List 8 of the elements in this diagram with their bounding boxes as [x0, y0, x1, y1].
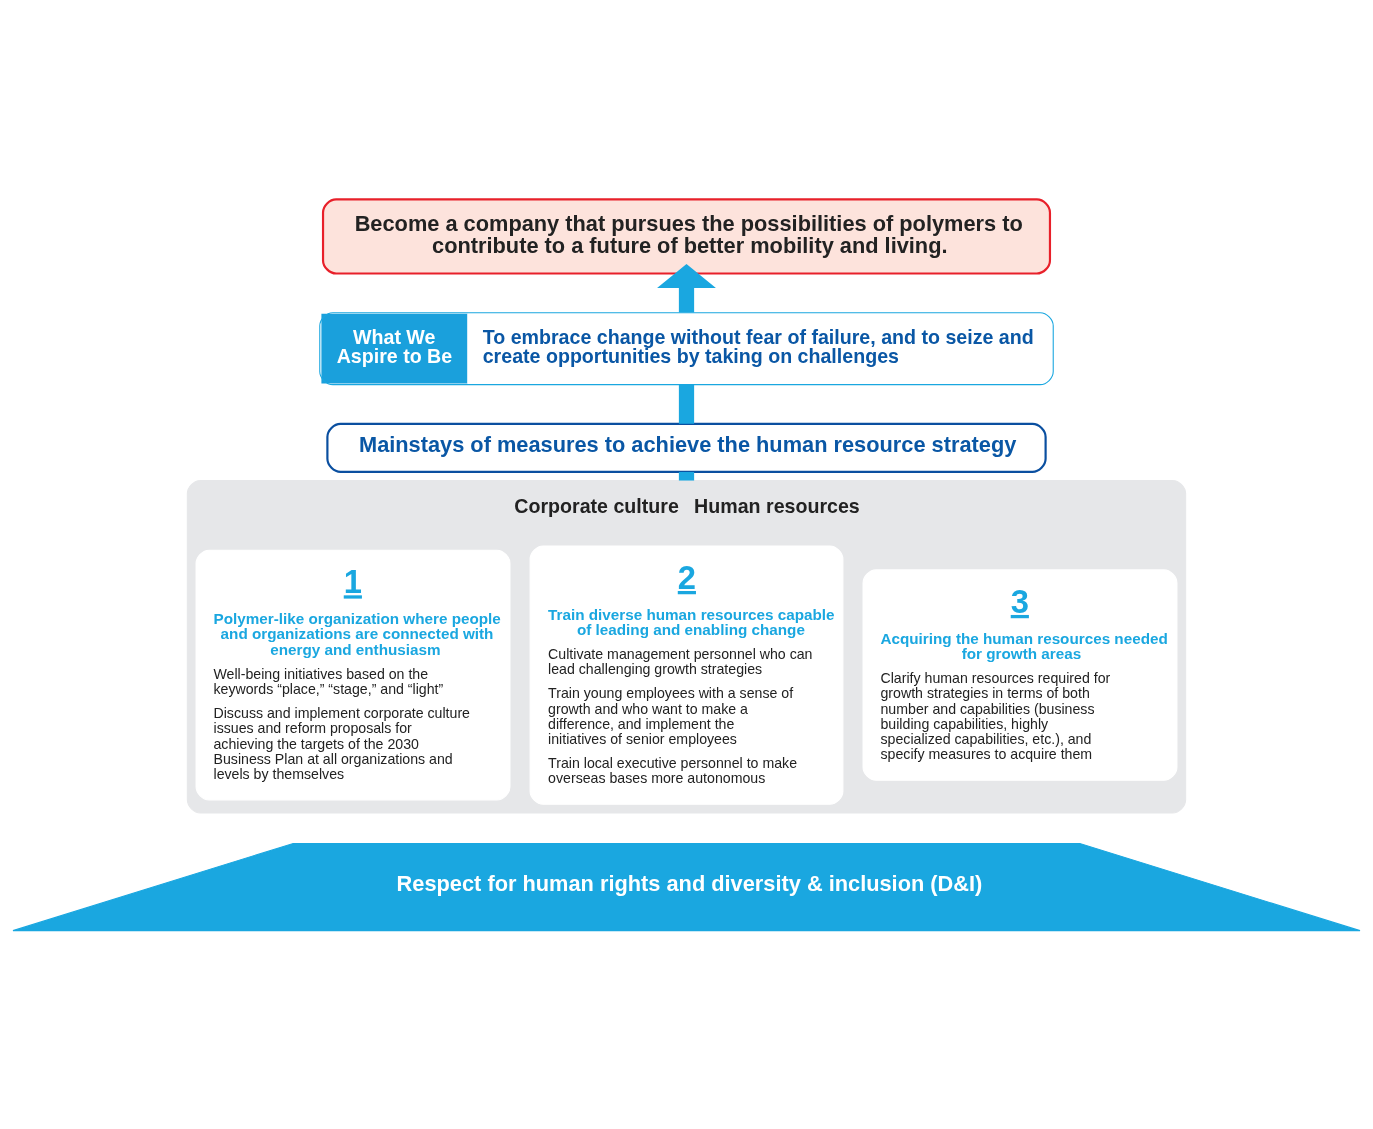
node-box: Mainstays of measures to achieve the human resource strategy	[326, 422, 1047, 473]
connector	[678, 471, 695, 481]
node-box: 1 Polymer-like organization where people and organizations are connected with energy and enthusiasm Well-being initiatives based on the keywords “place,” “stage,” and “light” Discuss and implement corporate culture issues and reform proposals for achieving the targets of the 2030 Business Plan at all organizations and levels by themselves	[195, 549, 511, 800]
arrow	[657, 263, 716, 312]
node-box: Become a company that pursues the possibilities of polymers to contribute to a future of better mobility and living.	[321, 197, 1052, 275]
connector	[678, 384, 695, 424]
node-box: 3 Acquiring the human resources needed for growth areas Clarify human resources required for growth strategies in terms of both number and capabilities (business building capabilities, highly specialized capabilities, etc.), and specify measures to acquire them	[862, 568, 1178, 781]
node-box: 2 Train diverse human resources capable of leading and enabling change Cultivate management personnel who can lead challenging growth strategies Train young employees with a sense of growth and who want to make a difference, and implement the initiatives of senior employees Train local executive personnel to make overseas bases more autonomous	[529, 544, 844, 805]
